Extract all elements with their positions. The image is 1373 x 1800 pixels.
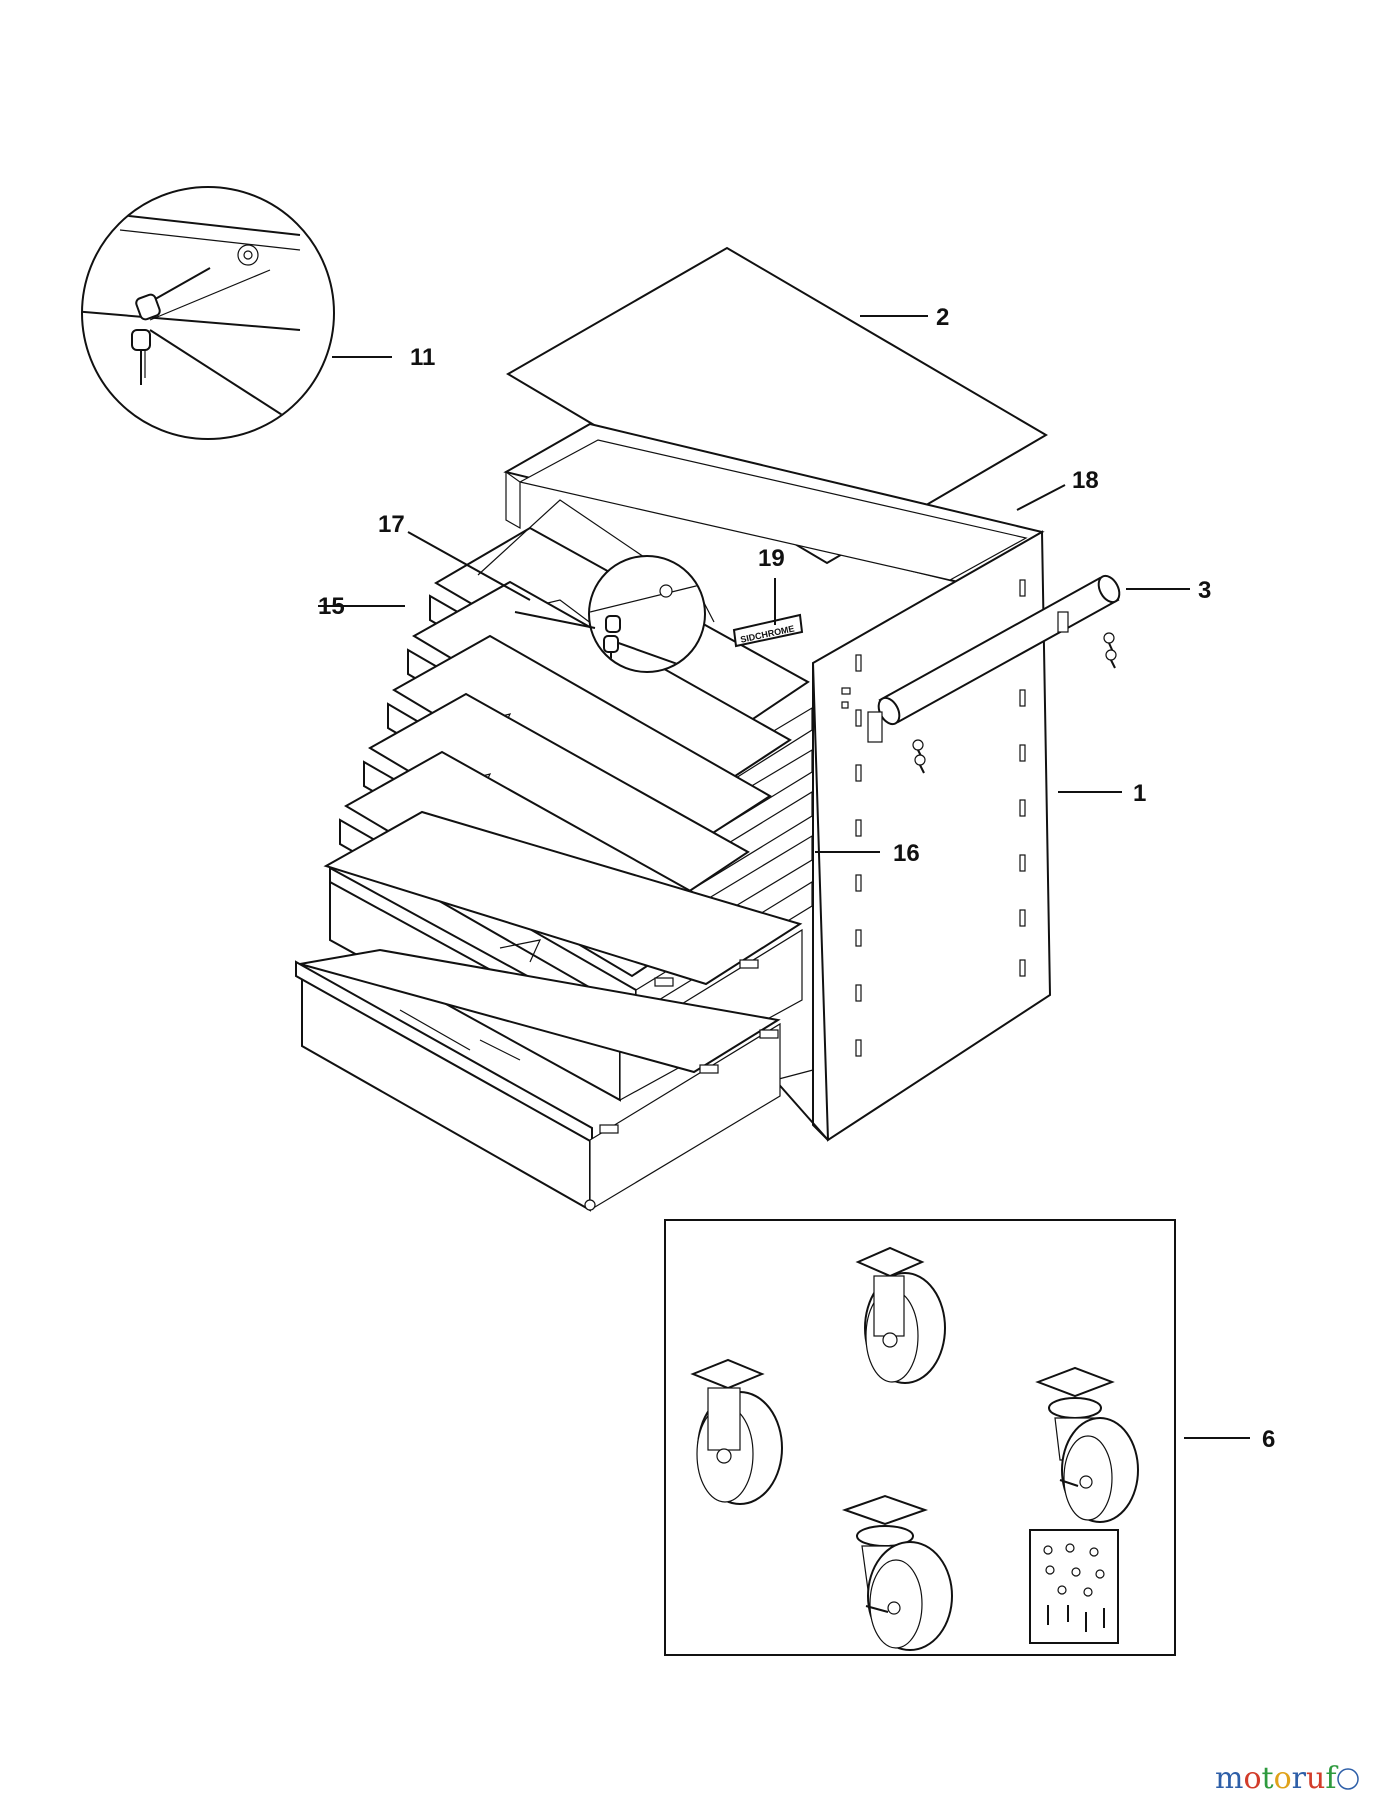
drawer-lock-magnifier: [514, 555, 706, 673]
fixed-caster-1: [855, 1246, 946, 1384]
part-label-16: 16: [893, 840, 920, 867]
watermark-letter: r: [1292, 1761, 1307, 1796]
drawer-7: [295, 948, 781, 1212]
watermark-letter: t: [1262, 1761, 1274, 1796]
part-label-18: 18: [1072, 467, 1099, 494]
cabinet-body: [503, 422, 1117, 1142]
part-label-6: 6: [1262, 1426, 1275, 1453]
part-label-15: 15: [318, 593, 345, 620]
lock-detail-callout: [81, 186, 335, 440]
watermark-logo: motoruf: [1215, 1761, 1359, 1796]
part-label-11: 11: [410, 344, 435, 371]
part-label-19: 19: [758, 545, 785, 572]
watermark-letter: u: [1306, 1761, 1325, 1796]
swivel-caster-2: [841, 1494, 953, 1651]
part-label-3: 3: [1198, 577, 1211, 604]
drawer-stack: [295, 499, 813, 1212]
brand-plate: SIDCHROME: [732, 613, 804, 648]
caster-kit-box: [664, 1219, 1176, 1656]
watermark-text: motoruf: [1215, 1761, 1338, 1796]
side-panel-slots: [841, 579, 1026, 1057]
part-label-2: 2: [936, 304, 949, 331]
leader-lines: [318, 315, 1250, 1439]
hardware-pack: [1029, 1529, 1119, 1644]
part-labels: 11 2 18 3 15 17 19 1 16 6: [318, 304, 1275, 1453]
fixed-caster-2: [690, 1358, 783, 1505]
part-label-17: 17: [378, 511, 405, 538]
watermark-letter: o: [1243, 1761, 1261, 1796]
watermark-letter: o: [1274, 1761, 1292, 1796]
watermark-letter: m: [1215, 1761, 1243, 1796]
swivel-caster-1: [1035, 1366, 1139, 1523]
watermark-letter: f: [1325, 1761, 1338, 1796]
part-label-1: 1: [1133, 780, 1146, 807]
side-handle: [867, 574, 1121, 743]
side-screws: [912, 632, 1117, 774]
